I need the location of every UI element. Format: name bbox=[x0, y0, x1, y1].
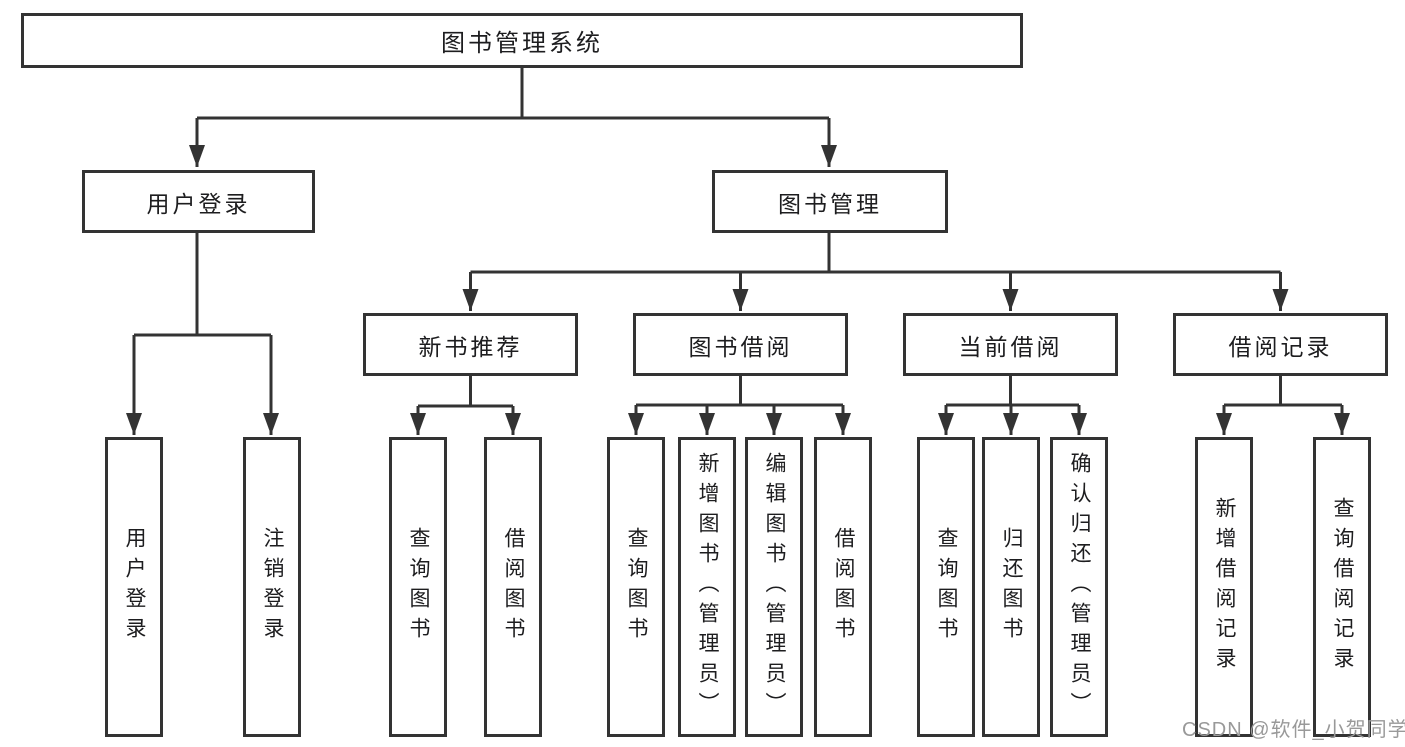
node-borrowing-records: 借阅记录 bbox=[1173, 313, 1388, 376]
connectors-borrow-records-children bbox=[1216, 376, 1350, 435]
connectors-user-login-children bbox=[126, 233, 279, 435]
connectors-current-borrow-children bbox=[938, 376, 1087, 435]
csdn-watermark: CSDN @软件_小贺同学 bbox=[1182, 719, 1405, 741]
node-book-borrowing: 图书借阅 bbox=[633, 313, 848, 376]
node-library-management-system: 图书管理系统 bbox=[21, 13, 1023, 68]
node-query-book-leaf: 查询图书 bbox=[917, 437, 975, 737]
node-edit-book-admin-leaf: 编辑图书（管理员） bbox=[745, 437, 803, 737]
node-current-borrowing: 当前借阅 bbox=[903, 313, 1118, 376]
connectors-book-borrow-children bbox=[628, 376, 851, 435]
node-book-management: 图书管理 bbox=[712, 170, 948, 233]
connectors-root-to-level2 bbox=[189, 68, 837, 167]
connectors-new-book-children bbox=[410, 376, 521, 435]
node-add-book-admin-leaf: 新增图书（管理员） bbox=[678, 437, 736, 737]
node-return-book-leaf: 归还图书 bbox=[982, 437, 1040, 737]
node-add-borrow-record-leaf: 新增借阅记录 bbox=[1195, 437, 1253, 737]
node-new-book-recommendation: 新书推荐 bbox=[363, 313, 578, 376]
node-query-book-leaf: 查询图书 bbox=[607, 437, 665, 737]
node-borrow-book-leaf: 借阅图书 bbox=[484, 437, 542, 737]
node-logout-leaf: 注销登录 bbox=[243, 437, 301, 737]
node-confirm-return-admin-leaf: 确认归还（管理员） bbox=[1050, 437, 1108, 737]
connectors-book-mgmt-to-level3 bbox=[462, 233, 1289, 311]
node-query-book-leaf: 查询图书 bbox=[389, 437, 447, 737]
node-user-login: 用户登录 bbox=[82, 170, 315, 233]
node-user-login-leaf: 用户登录 bbox=[105, 437, 163, 737]
node-borrow-book-leaf: 借阅图书 bbox=[814, 437, 872, 737]
node-query-borrow-record-leaf: 查询借阅记录 bbox=[1313, 437, 1371, 737]
